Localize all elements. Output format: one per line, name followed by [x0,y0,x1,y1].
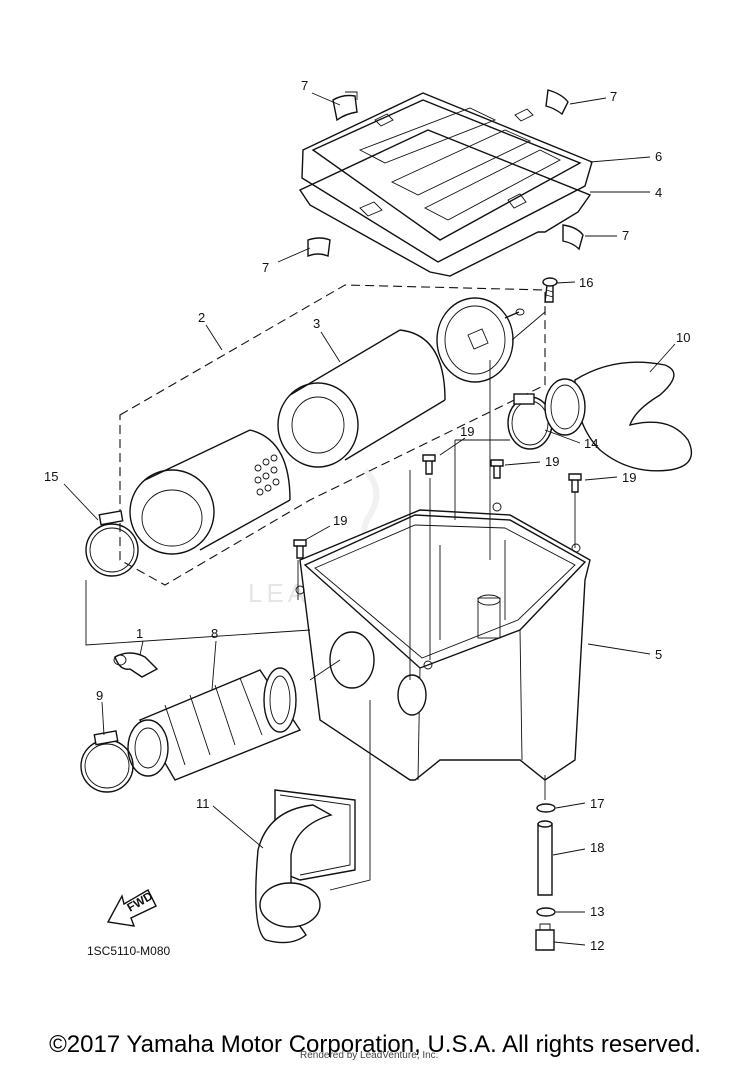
callout-7-right: 7 [622,228,629,243]
clip-7-top-right[interactable] [545,89,569,116]
drawing-code: 1SC5110-M080 [87,944,170,958]
element-end-cap[interactable] [436,297,525,383]
callout-6: 6 [655,149,662,164]
callout-2: 2 [198,310,205,325]
bolt-19-b[interactable] [422,454,436,475]
screw-16[interactable] [542,277,558,303]
air-box-case[interactable] [295,502,591,781]
callout-11: 11 [196,796,210,811]
copyright-notice: ©2017 Yamaha Motor Corporation, U.S.A. A… [49,1031,701,1058]
callout-14: 14 [584,436,598,451]
cover-gasket[interactable] [298,129,592,277]
hose-clamp-9[interactable] [80,730,134,793]
callout-10: 10 [676,330,690,345]
callout-7-top-right: 7 [610,89,617,104]
clip-7-bottom-right[interactable] [562,224,584,251]
air-box-cover[interactable] [301,92,593,263]
callout-13: 13 [590,904,604,919]
callout-7-left: 7 [262,260,269,275]
alignment-lines [85,311,576,891]
rendered-by-note: Rendered by LeadVenture, Inc. [300,1050,439,1061]
callout-16: 16 [579,275,593,290]
callout-1: 1 [136,626,143,641]
drain-hose-18[interactable] [537,820,553,896]
perforation-holes [254,454,280,496]
bolt-19-c[interactable] [490,459,504,479]
callout-15: 15 [44,469,58,484]
plug-12[interactable] [535,923,555,951]
callout-8: 8 [211,626,218,641]
callout-18: 18 [590,840,604,855]
callout-3: 3 [313,316,320,331]
air-filter-joint-8[interactable] [127,667,302,781]
callout-9: 9 [96,688,103,703]
callout-4: 4 [655,185,662,200]
breather-hose-1[interactable] [113,652,159,678]
bolt-19-d[interactable] [568,473,582,493]
callout-12: 12 [590,938,604,953]
callout-7-top-left: 7 [301,78,308,93]
air-filter-element[interactable] [277,329,446,468]
bolt-19-a[interactable] [293,539,307,559]
clip-7-top-left[interactable] [332,91,358,122]
element-assembly-boundary [119,284,546,586]
clip-13[interactable] [536,907,556,917]
callout-19-right: 19 [545,454,559,469]
callout-19-center: 19 [460,424,474,439]
intake-duct-10[interactable] [544,361,693,472]
forward-arrow-icon: FWD [106,889,157,927]
callout-19-far-right: 19 [622,470,636,485]
callout-5: 5 [655,647,662,662]
pre-filter-screen[interactable] [129,429,291,555]
hose-clamp-15[interactable] [85,510,139,577]
callout-leaders [63,92,676,946]
intake-duct-11[interactable] [255,789,356,944]
clip-7-bottom-left[interactable] [307,237,331,258]
callout-17: 17 [590,796,604,811]
callout-19-left: 19 [333,513,347,528]
clip-17[interactable] [536,803,556,813]
